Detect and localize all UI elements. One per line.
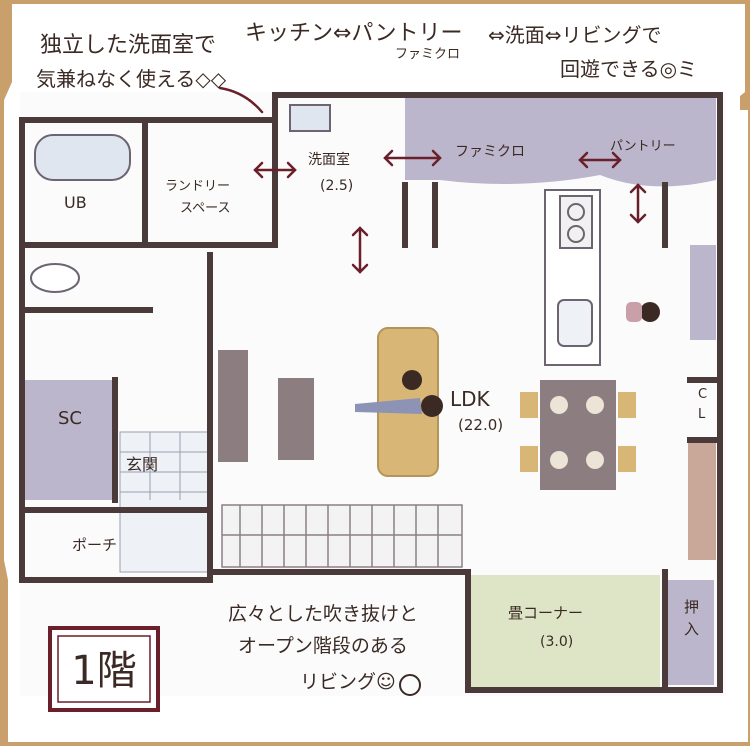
annotation-top-left-1: 独立した洗面室で — [40, 33, 216, 58]
annotation-bottom-1: 広々とした吹き抜けと — [228, 603, 418, 625]
room-label-closet-c: C — [698, 387, 707, 402]
tatami-corner — [470, 575, 660, 690]
room-label-oshiire-2: 入 — [684, 620, 699, 638]
room-label-tatami-size: (3.0) — [540, 634, 573, 650]
annotation-kitchen-loop-2: ファミクロ — [395, 47, 460, 62]
room-label-pantry: パントリー — [610, 139, 676, 154]
dining-set — [520, 380, 636, 490]
room-label-ub: UB — [64, 193, 87, 212]
circulation-arrows — [218, 86, 647, 274]
annotation-bottom-2: オープン階段のある — [238, 635, 408, 657]
genkan-tiles — [119, 431, 211, 573]
room-label-washroom: 洗面室 — [308, 151, 350, 168]
room-label-genkan: 玄関 — [126, 455, 158, 474]
room-label-ldk: LDK — [450, 387, 491, 411]
annotation-top-left-2: 気兼ねなく使える◇◇ — [36, 67, 227, 91]
floor-label-frame — [48, 626, 160, 712]
floor-label-inner — [57, 635, 151, 703]
annotation-bottom-3: リビング☺ — [300, 671, 396, 693]
room-label-sc: SC — [58, 408, 82, 429]
walls — [19, 92, 723, 693]
room-label-porch: ポーチ — [72, 536, 117, 554]
smile-icon — [399, 674, 421, 696]
low-table — [278, 378, 314, 460]
room-label-ldk-size: (22.0) — [458, 416, 503, 434]
annotation-kitchen-loop-4: 回遊できる◎ミ — [560, 57, 697, 81]
kitchen-counter — [544, 189, 601, 366]
staircase — [221, 504, 463, 568]
person-on-sofa — [355, 370, 443, 417]
floor-label: 1階 — [71, 648, 136, 694]
bathtub — [34, 134, 131, 181]
tv-board — [218, 350, 248, 462]
wash-basin — [289, 104, 331, 132]
room-label-laundry-2: スペース — [180, 201, 230, 216]
room-label-tatami: 畳コーナー — [508, 604, 583, 622]
room-label-laundry-1: ランドリー — [165, 179, 230, 194]
room-label-washroom-size: (2.5) — [320, 178, 353, 194]
storage-areas — [25, 95, 716, 685]
child-figure — [626, 302, 660, 322]
room-label-closet-l: L — [698, 407, 706, 422]
room-label-oshiire-1: 押 — [684, 598, 699, 616]
toilet — [30, 263, 80, 293]
annotation-kitchen-loop-3: ⇔洗面⇔リビングで — [488, 23, 662, 47]
annotation-kitchen-loop-1: キッチン⇔パントリー — [245, 21, 463, 46]
room-label-famikuro: ファミクロ — [455, 144, 525, 160]
